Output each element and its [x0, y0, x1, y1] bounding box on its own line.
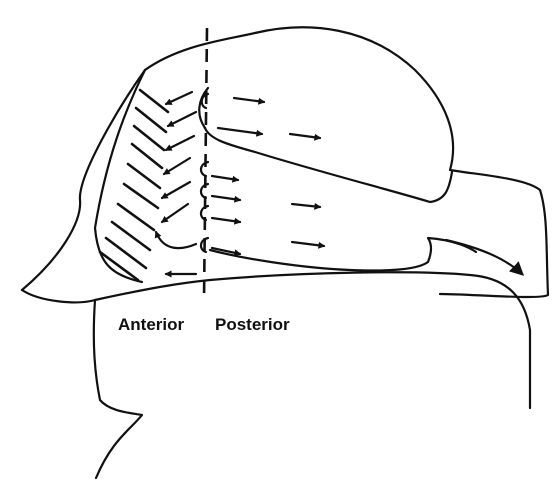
inferior-turbinate	[210, 238, 476, 271]
arrow-icon	[212, 176, 238, 180]
septum-line	[95, 70, 145, 282]
anterior-arrows	[156, 92, 196, 274]
arrow-icon	[234, 98, 264, 102]
arrow-icon	[164, 158, 190, 174]
posterior-arrows	[212, 98, 522, 274]
anterior-label: Anterior	[118, 315, 185, 334]
arrow-icon	[166, 136, 194, 150]
posterior-label: Posterior	[215, 315, 290, 334]
arrow-icon	[162, 204, 188, 222]
arrow-icon	[292, 204, 320, 207]
arrow-icon	[212, 218, 240, 222]
outflow-arrow-icon	[446, 240, 522, 274]
arrow-icon	[168, 112, 196, 126]
curved-arrow-icon	[156, 232, 196, 248]
arrow-icon	[290, 134, 320, 138]
middle-turbinate	[205, 128, 452, 202]
arrow-icon	[218, 128, 262, 134]
arrow-icon	[212, 196, 240, 200]
arrow-icon	[162, 182, 190, 198]
arrow-icon	[166, 92, 192, 104]
hatched-region	[100, 90, 168, 280]
arrow-icon	[292, 242, 324, 246]
